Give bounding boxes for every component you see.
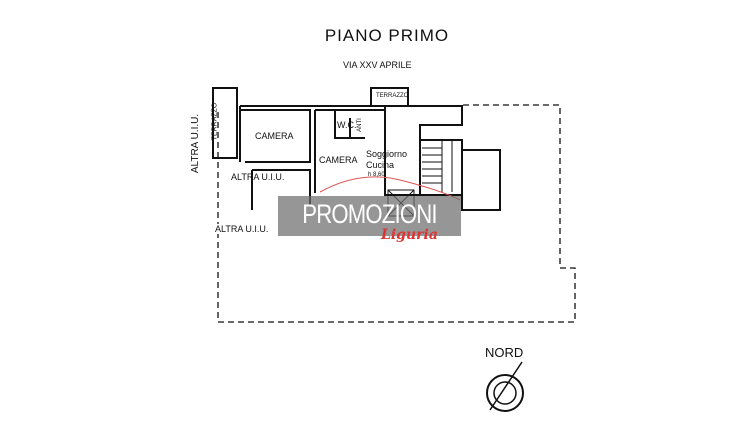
height-note: h 8,60	[368, 172, 385, 178]
neighbor-left: ALTRA U.I.U.	[231, 172, 285, 182]
room-wc: W.C.	[337, 120, 357, 130]
watermark-sub: Liguria	[381, 227, 438, 243]
neighbor-left-vertical: ALTRA U.I.U.	[190, 113, 202, 174]
terrace-left-label: TERRAZZO	[211, 102, 219, 141]
street-label: VIA XXV APRILE	[343, 60, 412, 70]
compass-label: NORD	[485, 345, 524, 360]
terrace-top-label: TERRAZZO	[376, 93, 409, 99]
plan-title: PIANO PRIMO	[324, 26, 450, 45]
room-camera-2: CAMERA	[319, 155, 358, 165]
watermark-main: PROMOZIONI CASE	[302, 199, 437, 265]
room-cucina: Cucina	[366, 160, 395, 170]
watermark-logo: PROMOZIONI CASE	[278, 196, 461, 265]
room-soggiorno: Soggiorno	[366, 149, 408, 159]
terrace-top	[370, 87, 409, 107]
neighbor-bottom: ALTRA U.I.U.	[214, 224, 270, 234]
room-camera-1: CAMERA	[255, 131, 294, 141]
room-anti: ANTI	[356, 118, 363, 132]
terrace-left	[212, 87, 238, 159]
compass-icon	[486, 361, 524, 412]
